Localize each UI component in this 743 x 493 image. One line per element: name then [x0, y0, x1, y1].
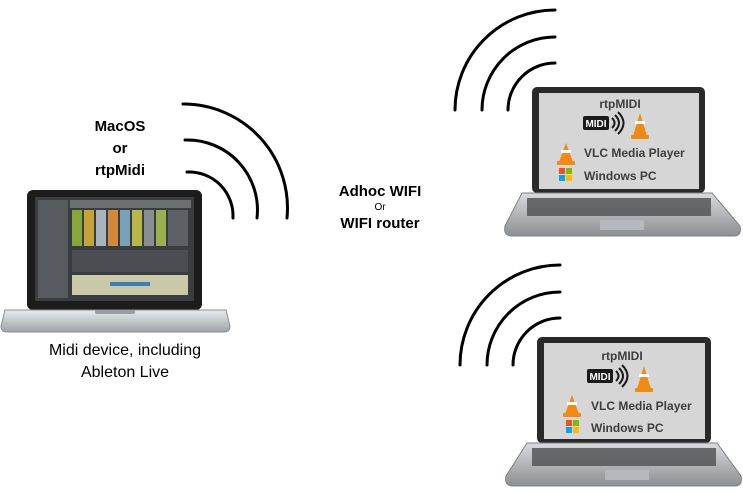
mac-label-rtpmidi: rtpMidi	[95, 162, 145, 179]
pc2-midi-icon: MIDI	[587, 364, 629, 388]
pc2-vlc-icon	[563, 395, 581, 417]
pc2-touchpad	[605, 470, 649, 480]
pc1-keyboard	[527, 198, 711, 216]
pc2-os-label: Windows PC	[591, 421, 664, 435]
svg-text:MIDI: MIDI	[589, 372, 610, 383]
macbook-laptop	[0, 190, 231, 333]
pc2-keyboard	[532, 448, 716, 466]
mac-caption-line2: Ableton Live	[80, 364, 170, 381]
pc2-windows-icon	[566, 420, 579, 433]
mac-label-group: MacOS or rtpMidi	[70, 116, 170, 182]
ableton-screen-icon	[38, 200, 191, 298]
macbook-notch	[95, 310, 135, 314]
svg-text:MIDI: MIDI	[585, 119, 606, 130]
pc1-vlc-icon	[557, 143, 575, 165]
pc1-midi-icon: MIDI	[583, 111, 625, 135]
network-label-adhoc: Adhoc WIFI	[338, 183, 422, 200]
mac-caption-line1: Midi device, including	[48, 342, 202, 359]
pc1-screen	[539, 93, 699, 189]
windows-laptop-2	[505, 337, 742, 487]
pc2-vlc-icon-top	[635, 366, 653, 392]
pc1-vlc-icon-top	[631, 113, 649, 139]
pc2-app-label: VLC Media Player	[591, 399, 692, 413]
pc1-touchpad	[600, 220, 644, 230]
network-label-or: Or	[374, 202, 386, 213]
mac-label-or: or	[112, 140, 128, 157]
wifi-arcs-pc2	[458, 263, 562, 367]
mac-label-macos: MacOS	[94, 118, 146, 135]
windows-laptop-1	[504, 87, 741, 237]
network-label-router: WIFI router	[340, 215, 420, 232]
wifi-arcs-pc1	[453, 8, 557, 112]
macbook-base	[0, 309, 231, 333]
network-label-group: Adhoc WIFI Or WIFI router	[315, 182, 445, 234]
wifi-arcs-mac	[181, 102, 289, 220]
pc2-title: rtpMIDI	[601, 349, 642, 363]
pc1-os-label: Windows PC	[584, 169, 657, 183]
pc1-app-label: VLC Media Player	[584, 146, 685, 160]
pc1-title: rtpMIDI	[599, 97, 640, 111]
mac-caption: Midi device, including Ableton Live	[20, 340, 230, 384]
pc1-windows-icon	[559, 168, 572, 181]
